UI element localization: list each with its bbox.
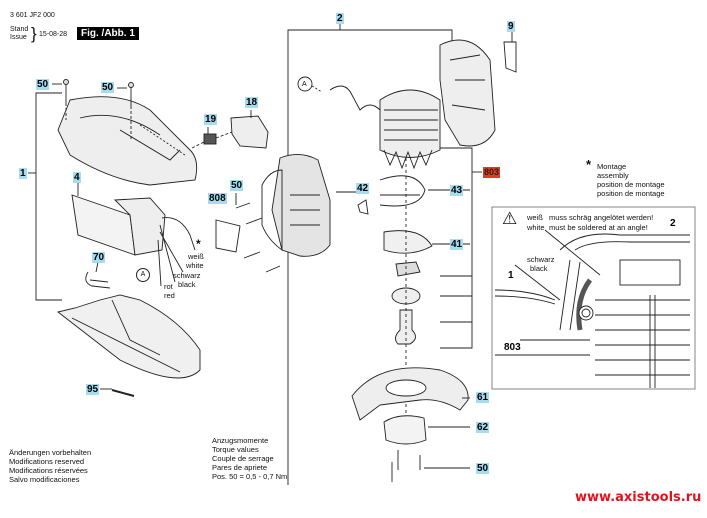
wire-label-red-en: red: [164, 291, 175, 300]
part-label-9[interactable]: 9: [507, 21, 515, 32]
part-label-4[interactable]: 4: [73, 172, 81, 183]
wire-label-black-de: schwarz: [173, 271, 201, 280]
part-label-1[interactable]: 1: [19, 168, 27, 179]
bracket-part-1: [35, 92, 62, 301]
flange-62: [383, 415, 427, 445]
torque-line: Pares de apriete: [212, 463, 268, 472]
torque-value: Pos. 50 = 0,5 - 0,7 Nm: [212, 472, 288, 481]
inset-warning-en: must be soldered at an angle!: [549, 223, 648, 232]
disclaimer-line: Salvo modificaciones: [9, 475, 80, 484]
disclaimer-line: Modifications réservées: [9, 466, 88, 475]
spring-19: [203, 133, 217, 145]
inset-label-803: 803: [504, 342, 521, 353]
motor-armature: [297, 76, 441, 170]
brace-icon: }: [31, 24, 37, 43]
part-label-18[interactable]: 18: [245, 97, 259, 108]
document-number: 3 601 JF2 000: [10, 12, 55, 19]
label-sheet-808: [215, 219, 241, 253]
part-label-803[interactable]: 803: [483, 167, 501, 178]
assembly-note-line: position de montage: [597, 180, 665, 189]
part-label-50[interactable]: 50: [476, 463, 490, 474]
website-link[interactable]: www.axistools.ru: [575, 490, 702, 505]
assembly-asterisk: *: [586, 157, 592, 172]
part-label-42[interactable]: 42: [356, 183, 370, 194]
switch-18: [230, 115, 269, 149]
part-label-41[interactable]: 41: [450, 239, 464, 250]
connector-a-label: A: [136, 268, 150, 282]
clip-70: [85, 271, 111, 289]
inset-white-en: white: [527, 223, 545, 232]
part-label-50[interactable]: 50: [230, 180, 244, 191]
part-label-2[interactable]: 2: [336, 13, 344, 24]
part-label-62[interactable]: 62: [476, 422, 490, 433]
torque-line: Couple de serrage: [212, 454, 274, 463]
gear-housing: [261, 154, 331, 257]
lower-housing: [56, 294, 201, 379]
inset-label-1: 1: [508, 270, 514, 281]
inset-drawing: [494, 229, 690, 388]
disclaimer-line: Änderungen vorbehalten: [9, 448, 92, 457]
part-label-43[interactable]: 43: [450, 185, 464, 196]
connector-a-label: A: [302, 81, 307, 88]
ring-43: [379, 175, 426, 207]
inset-black-en: black: [530, 264, 548, 273]
screw-group-top: [63, 79, 134, 140]
part-label-70[interactable]: 70: [92, 252, 106, 263]
electronics-module-4: [71, 194, 196, 287]
part-label-50[interactable]: 50: [36, 79, 50, 90]
wire-label-black-en: black: [178, 280, 196, 289]
screw-group-housing: [235, 202, 281, 273]
clip-42: [357, 199, 369, 215]
wire-label-white-de: weiß: [188, 252, 204, 261]
issue-date: 15-08-28: [39, 31, 68, 38]
torque-line: Anzugsmomente: [212, 436, 269, 445]
fan-wheel: [395, 261, 421, 277]
issue-label: Issue: [10, 34, 27, 41]
assembly-note-line: position de montage: [597, 189, 665, 198]
motor-cap: [439, 39, 496, 147]
warning-icon: ⚠: [502, 209, 518, 228]
part-label-19[interactable]: 19: [204, 114, 218, 125]
assembly-note-line: Montage: [597, 162, 627, 171]
wire-label-red-de: rot: [164, 282, 173, 291]
assembly-note-line: assembly: [597, 171, 629, 180]
asterisk-marker: *: [196, 237, 201, 251]
spindle: [395, 309, 416, 345]
figure-label: Fig. /Abb. 1: [77, 27, 139, 40]
inset-warning-de: muss schräg angelötet werden!: [549, 213, 654, 222]
bracket-part-803: [432, 147, 473, 349]
part-label-808[interactable]: 808: [208, 193, 227, 204]
inset-frame: [491, 206, 696, 390]
part-label-95[interactable]: 95: [86, 384, 100, 395]
part-label-61[interactable]: 61: [476, 392, 490, 403]
stand-label: Stand: [10, 26, 29, 33]
torque-line: Torque values: [212, 445, 259, 454]
upper-housing: [57, 96, 198, 186]
wire-label-white-en: white: [186, 261, 204, 270]
bracket-part-2: [287, 29, 453, 485]
part-label-50[interactable]: 50: [101, 82, 115, 93]
plate-41: [383, 230, 433, 254]
inset-black-de: schwarz: [527, 255, 555, 264]
inset-white-de: weiß: [527, 213, 543, 222]
tag-9: [503, 41, 517, 73]
inset-label-2: 2: [670, 218, 676, 229]
disclaimer-line: Modifications reserved: [9, 457, 85, 466]
